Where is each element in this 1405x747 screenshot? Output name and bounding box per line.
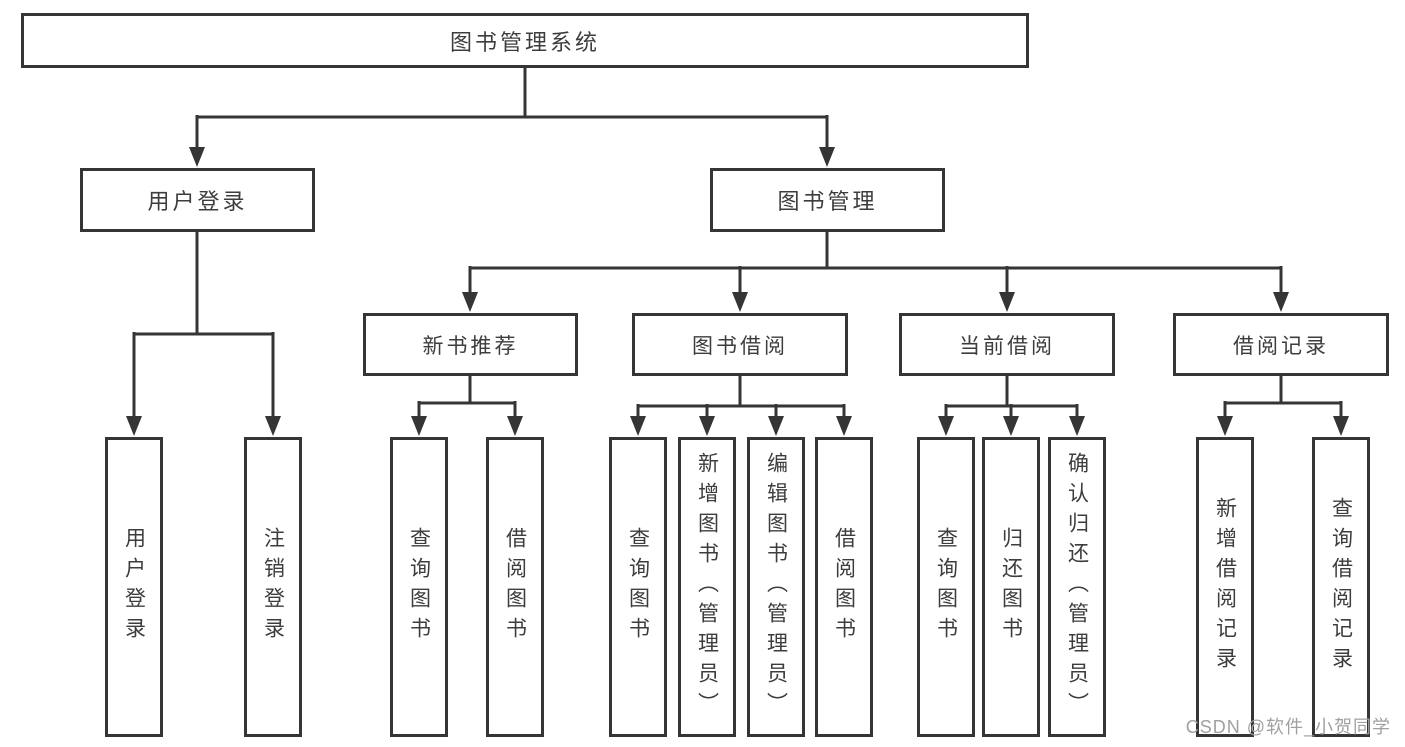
node-label: 当前借阅 <box>959 334 1055 358</box>
leaf-borrow-books-recommend: 借阅图书 <box>486 437 544 737</box>
connector-bookmgmt-to-level3 <box>462 232 1289 312</box>
leaf-label: 借阅图书 <box>503 527 527 647</box>
leaf-label: 确认归还（管理员） <box>1065 452 1089 722</box>
leaf-label: 查询借阅记录 <box>1329 497 1353 677</box>
node-borrow-records: 借阅记录 <box>1173 313 1389 376</box>
leaf-query-borrow-record: 查询借阅记录 <box>1312 437 1370 737</box>
leaf-label: 借阅图书 <box>832 527 856 647</box>
node-label: 用户登录 <box>147 189 248 214</box>
leaf-borrow-books: 借阅图书 <box>815 437 873 737</box>
node-label: 图书管理系统 <box>449 29 600 55</box>
node-user-login: 用户登录 <box>80 168 315 232</box>
node-label: 图书管理 <box>777 189 878 214</box>
connector-userlogin-leaves <box>126 232 281 436</box>
node-label: 借阅记录 <box>1233 334 1329 358</box>
leaf-label: 注销登录 <box>261 527 285 647</box>
node-book-management: 图书管理 <box>710 168 945 232</box>
connector-currentborrow-leaves <box>938 376 1085 436</box>
leaf-query-books-borrow: 查询图书 <box>609 437 667 737</box>
csdn-watermark: CSDN @软件_小贺同学 <box>1185 717 1391 737</box>
node-label: 图书借阅 <box>692 334 788 358</box>
leaf-query-books-recommend: 查询图书 <box>390 437 448 737</box>
leaf-label: 编辑图书（管理员） <box>764 452 788 722</box>
leaf-edit-book-admin: 编辑图书（管理员） <box>747 437 805 737</box>
leaf-confirm-return-admin: 确认归还（管理员） <box>1048 437 1106 737</box>
leaf-user-login: 用户登录 <box>105 437 163 737</box>
leaf-add-borrow-record: 新增借阅记录 <box>1196 437 1254 737</box>
leaf-label: 用户登录 <box>122 527 146 647</box>
node-current-borrow: 当前借阅 <box>899 313 1115 376</box>
leaf-return-books: 归还图书 <box>982 437 1040 737</box>
leaf-add-book-admin: 新增图书（管理员） <box>678 437 736 737</box>
leaf-label: 查询图书 <box>407 527 431 647</box>
leaf-label: 归还图书 <box>999 527 1023 647</box>
connector-root-to-level2 <box>189 68 835 167</box>
leaf-query-books-current: 查询图书 <box>917 437 975 737</box>
node-new-book-recommend: 新书推荐 <box>363 313 578 376</box>
leaf-label: 新增图书（管理员） <box>695 452 719 722</box>
connector-newbook-leaves <box>411 376 523 436</box>
node-label: 新书推荐 <box>422 334 519 358</box>
connector-records-leaves <box>1217 376 1349 436</box>
node-book-borrow: 图书借阅 <box>632 313 848 376</box>
connector-bookborrow-leaves <box>630 376 852 436</box>
leaf-logout: 注销登录 <box>244 437 302 737</box>
leaf-label: 查询图书 <box>934 527 958 647</box>
leaf-label: 查询图书 <box>626 527 650 647</box>
leaf-label: 新增借阅记录 <box>1213 497 1237 677</box>
node-root-system: 图书管理系统 <box>21 13 1029 68</box>
